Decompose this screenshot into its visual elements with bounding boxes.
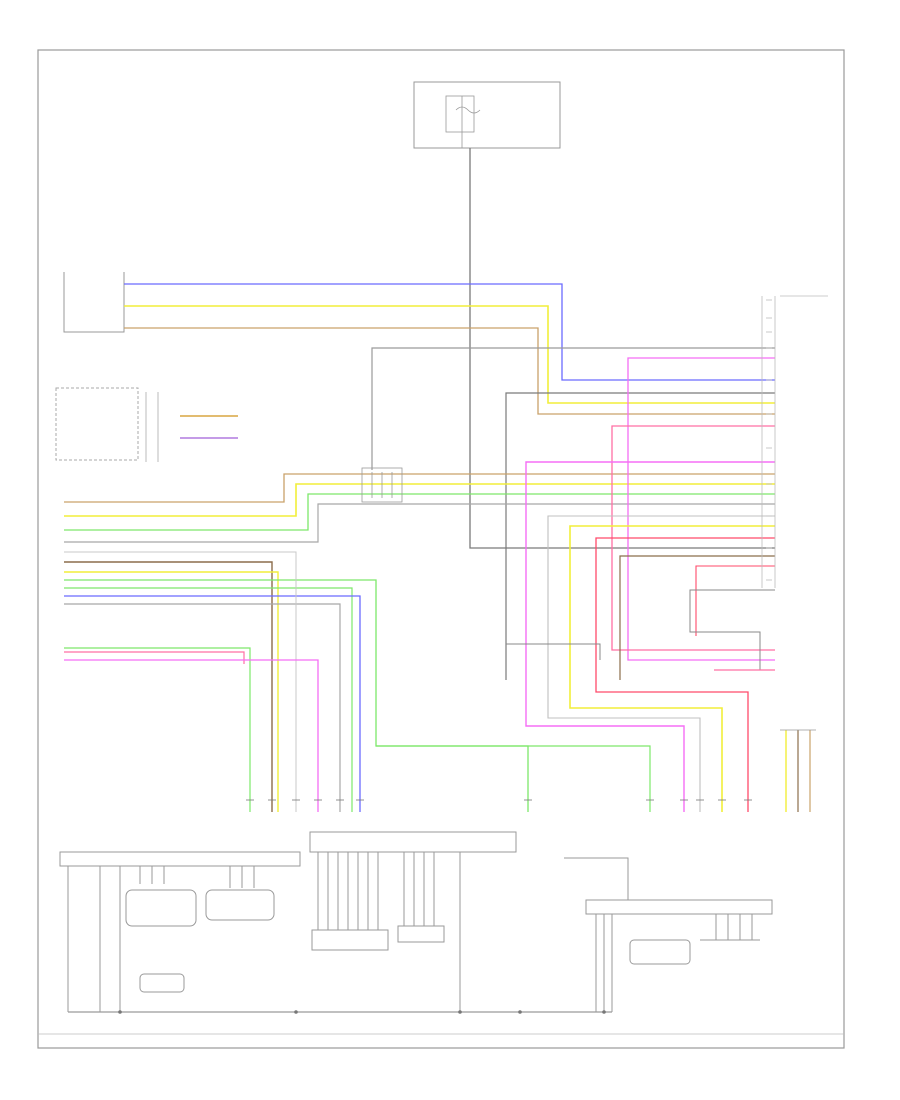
wire-gray-down — [64, 603, 341, 812]
wire-brown-down — [64, 561, 273, 812]
wire-tan-2 — [64, 473, 775, 503]
wire-magenta-right-1 — [627, 357, 775, 661]
right-sensor-wires — [780, 729, 816, 812]
wire-magenta-right-2 — [525, 461, 775, 812]
diagram-frame — [37, 49, 845, 1049]
wire-gray-branch — [371, 347, 775, 470]
wire-yellow-right — [569, 525, 775, 812]
wire-green-2 — [64, 587, 353, 812]
bottom-center-module — [309, 831, 517, 1012]
fuse-icon — [455, 106, 481, 114]
center-splice — [361, 467, 403, 503]
wire-gray-2 — [64, 503, 775, 543]
wire-gray-4 — [506, 643, 601, 660]
wire-green-1 — [64, 493, 775, 531]
wire-green-left — [64, 647, 251, 812]
wire-brown-right — [619, 555, 775, 680]
wire-dark-fuse-feed — [469, 148, 775, 549]
fuse-box — [413, 81, 561, 149]
wire-green-right — [376, 745, 651, 812]
right-module-lower — [689, 589, 775, 670]
wire-yellow-1 — [124, 305, 775, 404]
right-connector-pins — [761, 296, 776, 588]
wire-blue-1 — [124, 283, 775, 381]
wire-red-2 — [695, 565, 775, 636]
ground-dots — [118, 1010, 606, 1014]
wire-red-right — [595, 537, 775, 812]
wire-tan-1 — [124, 327, 775, 415]
wire-dark-2 — [505, 392, 775, 680]
wire-yellow-2 — [64, 483, 775, 517]
wire-magenta-left — [64, 659, 319, 812]
bottom-left-module — [59, 851, 301, 1012]
left-sensor-block — [63, 272, 125, 333]
left-switch-block — [55, 387, 159, 462]
wire-yellow-down — [64, 571, 279, 812]
wire-blue-down — [64, 595, 361, 812]
wire-gray-3 — [64, 551, 297, 812]
wire-gray-right — [547, 515, 775, 812]
bottom-right-module — [564, 857, 773, 1012]
wire-pink-left — [64, 651, 245, 664]
